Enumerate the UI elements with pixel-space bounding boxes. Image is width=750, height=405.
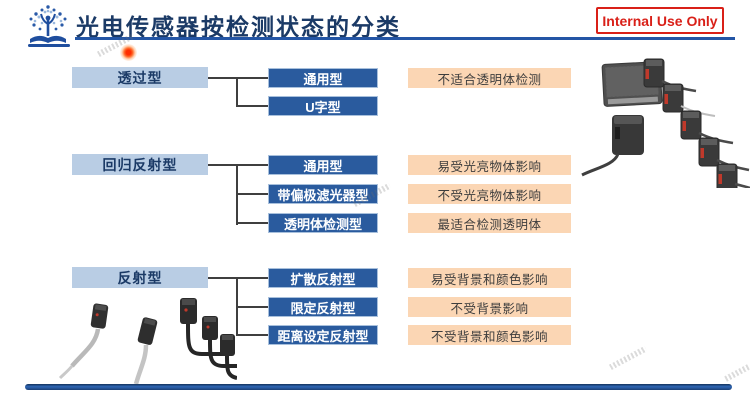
connector bbox=[208, 77, 268, 79]
category-box-through-beam: 透过型 bbox=[72, 67, 208, 88]
connector bbox=[236, 193, 270, 195]
subtype-box-diffuse: 扩散反射型 bbox=[268, 268, 378, 288]
connector bbox=[236, 306, 270, 308]
sensor-photo-bottom-left bbox=[52, 296, 238, 393]
page-title: 光电传感器按检测状态的分类 bbox=[76, 14, 401, 40]
subtype-box-limited: 限定反射型 bbox=[268, 297, 378, 317]
subtype-box-polarizing-filter: 带偏极滤光器型 bbox=[268, 184, 378, 204]
watermark bbox=[724, 364, 750, 382]
laser-pointer-dot bbox=[120, 44, 137, 61]
title-underline bbox=[75, 37, 735, 40]
note-box: 不受背景和颜色影响 bbox=[408, 325, 571, 345]
subtype-box-general: 通用型 bbox=[268, 155, 378, 175]
internal-use-badge: Internal Use Only bbox=[596, 7, 724, 34]
note-box: 不受光亮物体影响 bbox=[408, 184, 571, 204]
subtype-box-u-shape: U字型 bbox=[268, 96, 378, 116]
tree-book-logo-icon bbox=[21, 3, 75, 50]
note-box: 易受背景和颜色影响 bbox=[408, 268, 571, 288]
connector bbox=[208, 164, 268, 166]
connector bbox=[236, 77, 238, 107]
note-box: 不适合透明体检测 bbox=[408, 68, 571, 88]
connector bbox=[236, 105, 270, 107]
category-box-reflective: 反射型 bbox=[72, 267, 208, 288]
note-box: 易受光亮物体影响 bbox=[408, 155, 571, 175]
subtype-box-general: 通用型 bbox=[268, 68, 378, 88]
note-box: 最适合检测透明体 bbox=[408, 213, 571, 233]
subtype-box-transparent-detect: 透明体检测型 bbox=[268, 213, 378, 233]
connector bbox=[236, 222, 270, 224]
note-box: 不受背景影响 bbox=[408, 297, 571, 317]
category-box-retroreflective: 回归反射型 bbox=[72, 154, 208, 175]
footer-bar bbox=[25, 384, 732, 390]
watermark bbox=[608, 345, 648, 371]
sensor-photo-top-right bbox=[578, 53, 750, 193]
subtype-box-distance-setting: 距离设定反射型 bbox=[268, 325, 378, 345]
connector bbox=[208, 277, 268, 279]
connector bbox=[236, 334, 270, 336]
